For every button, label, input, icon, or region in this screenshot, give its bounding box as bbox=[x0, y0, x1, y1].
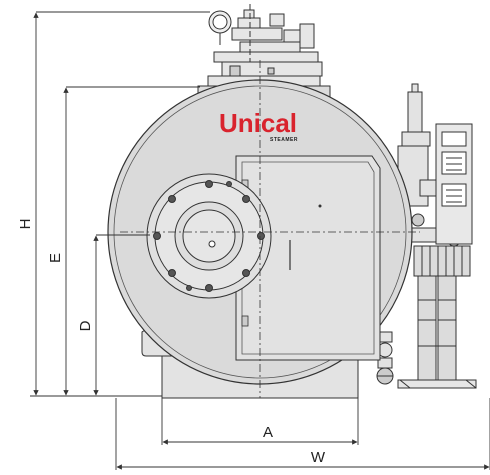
dimension-a-label: A bbox=[263, 424, 273, 441]
brand-name: Unical bbox=[219, 108, 297, 138]
dimension-d-label: D bbox=[77, 320, 94, 331]
brand-logo: Unical STEAMER bbox=[219, 108, 298, 143]
drain-valve bbox=[369, 331, 394, 385]
feed-pump bbox=[417, 275, 437, 381]
pump-motor bbox=[413, 245, 471, 277]
dimension-lines bbox=[30, 11, 490, 470]
burner-flange bbox=[146, 173, 272, 299]
centerlines bbox=[120, 60, 420, 398]
brand-subtitle: STEAMER bbox=[270, 137, 298, 143]
dimension-h-label: H bbox=[17, 219, 34, 230]
dimension-w-label: W bbox=[311, 449, 326, 466]
dimension-labels: H E D A W bbox=[17, 219, 326, 466]
right-side-equipment bbox=[397, 83, 477, 389]
dimension-e-label: E bbox=[47, 253, 64, 263]
top-valve-assembly bbox=[207, 4, 323, 89]
